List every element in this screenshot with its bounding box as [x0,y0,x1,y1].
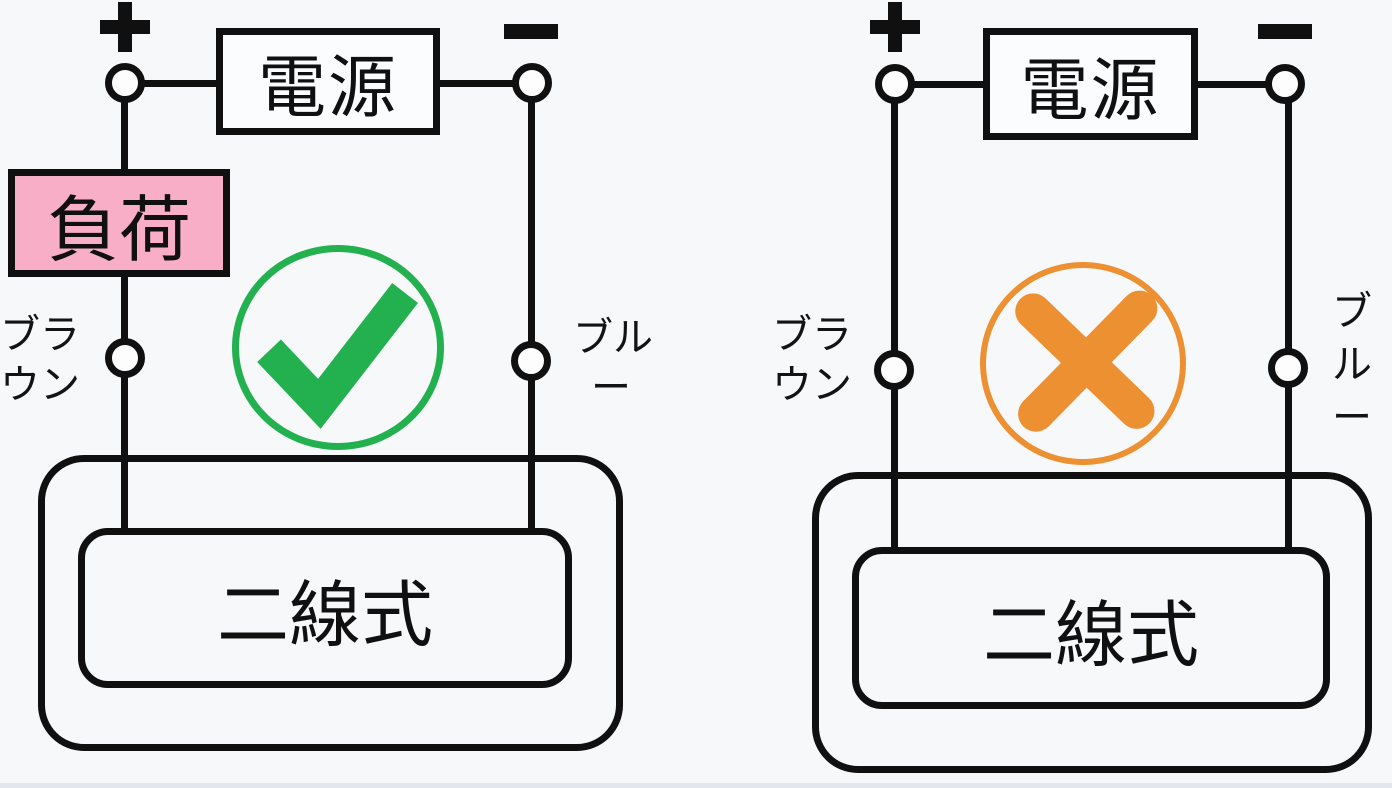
label-line: ブラ [772,313,852,357]
label-line: ウン [0,363,80,407]
right-positive-wire-vertical [891,86,898,547]
label-line: ブル [573,316,653,360]
right-blue-terminal [1268,348,1308,388]
blue-wire-label-right: ブ ル ー [1332,286,1372,445]
plus-icon [870,2,920,52]
right-negative-wire-vertical [1285,86,1292,547]
label-line: ー [591,366,631,410]
power-supply-label-right: 電源 [1020,52,1161,129]
left-minus-terminal [512,63,552,103]
left-positive-wire-vertical [121,85,128,534]
load-label: 負荷 [46,190,191,271]
left-blue-terminal [511,341,551,381]
cross-mark [1015,290,1158,432]
left-brown-terminal [105,338,145,378]
sensor-inner-box-right: 二線式 [852,547,1330,709]
brown-wire-label-right: ブラ ウン [772,310,852,410]
left-plus-terminal [105,63,145,103]
power-supply-box-left: 電源 [216,28,440,135]
plus-icon [100,2,150,52]
check-circle-icon [232,245,444,450]
label-line: ブラ [0,313,80,357]
check-mark [257,283,418,429]
sensor-outer-box-right [812,472,1372,773]
device-label-left: 二線式 [216,575,433,656]
left-negative-wire-vertical [528,85,535,534]
brown-wire-label-left: ブラ ウン [0,310,80,410]
left-positive-wire-horizontal [125,80,220,87]
label-line: ウン [772,363,852,407]
sensor-inner-box-left: 二線式 [78,528,572,688]
right-negative-wire-horizontal [1196,81,1288,88]
cross-circle-icon [980,262,1186,465]
right-positive-wire-horizontal [895,81,985,88]
label-line: ル [1332,343,1372,387]
load-box: 負荷 [8,169,230,277]
minus-icon [504,24,558,39]
right-plus-terminal [875,64,915,104]
right-minus-terminal [1265,64,1305,104]
power-supply-label-left: 電源 [257,50,398,126]
sensor-outer-box-left [38,455,623,751]
left-negative-wire-horizontal [438,80,533,87]
right-brown-terminal [874,350,914,390]
blue-wire-label-left: ブル ー [573,313,653,413]
minus-icon [1258,24,1312,39]
label-line: ブ [1332,290,1372,334]
power-supply-box-right: 電源 [983,28,1198,140]
bottom-edge-strip [0,783,1392,788]
label-line: ー [1332,396,1372,440]
device-label-right: 二線式 [982,595,1199,676]
